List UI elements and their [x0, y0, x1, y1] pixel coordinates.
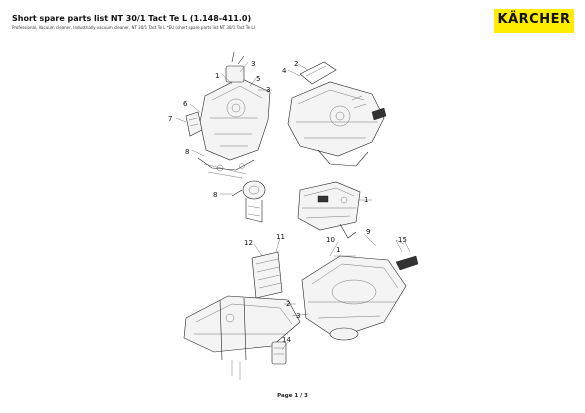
- page-title: Short spare parts list NT 30/1 Tact Te L…: [12, 14, 252, 23]
- flat-filter: [251, 251, 283, 299]
- head-housing-assembly: [287, 61, 387, 167]
- callout-14: 14: [282, 336, 291, 344]
- callout-3: 3: [251, 60, 255, 68]
- callout-12: 12: [244, 239, 253, 247]
- callout-3c: 3: [296, 312, 300, 320]
- callout-2: 2: [294, 60, 298, 68]
- callout-1: 1: [215, 72, 219, 80]
- callout-9: 9: [366, 228, 370, 236]
- container-tank: [183, 295, 301, 380]
- callout-7: 7: [168, 115, 172, 123]
- callout-1b: 1: [364, 196, 368, 204]
- leader-lines: [175, 61, 405, 351]
- callout-6: 6: [183, 100, 188, 108]
- callout-15: 15: [398, 236, 407, 244]
- callout-4: 4: [282, 67, 287, 75]
- electronics-module: [297, 181, 361, 239]
- page-number: Page 1 / 3: [277, 393, 308, 399]
- callout-5: 5: [256, 75, 260, 83]
- callout-3b: 3: [266, 86, 270, 94]
- callout-8: 8: [185, 148, 189, 156]
- motor-head-assembly: [185, 51, 271, 179]
- brand-name: KÄRCHER: [497, 12, 571, 27]
- callout-1c: 1: [336, 246, 340, 254]
- callout-2b: 2: [286, 300, 290, 308]
- page-subtitle: Professional, Vacuum cleaner, Industrial…: [12, 25, 256, 30]
- callout-8b: 8: [213, 191, 217, 199]
- karcher-logo: KÄRCHER: [494, 9, 574, 33]
- callout-10: 10: [326, 236, 335, 244]
- motor-component: [231, 180, 266, 223]
- chassis-base: [301, 239, 419, 341]
- callout-labels: 1 3 5 3 6 7 8 8 4 2 1 12 11 10 9 15 1 2 …: [168, 60, 407, 344]
- callout-11: 11: [276, 233, 285, 241]
